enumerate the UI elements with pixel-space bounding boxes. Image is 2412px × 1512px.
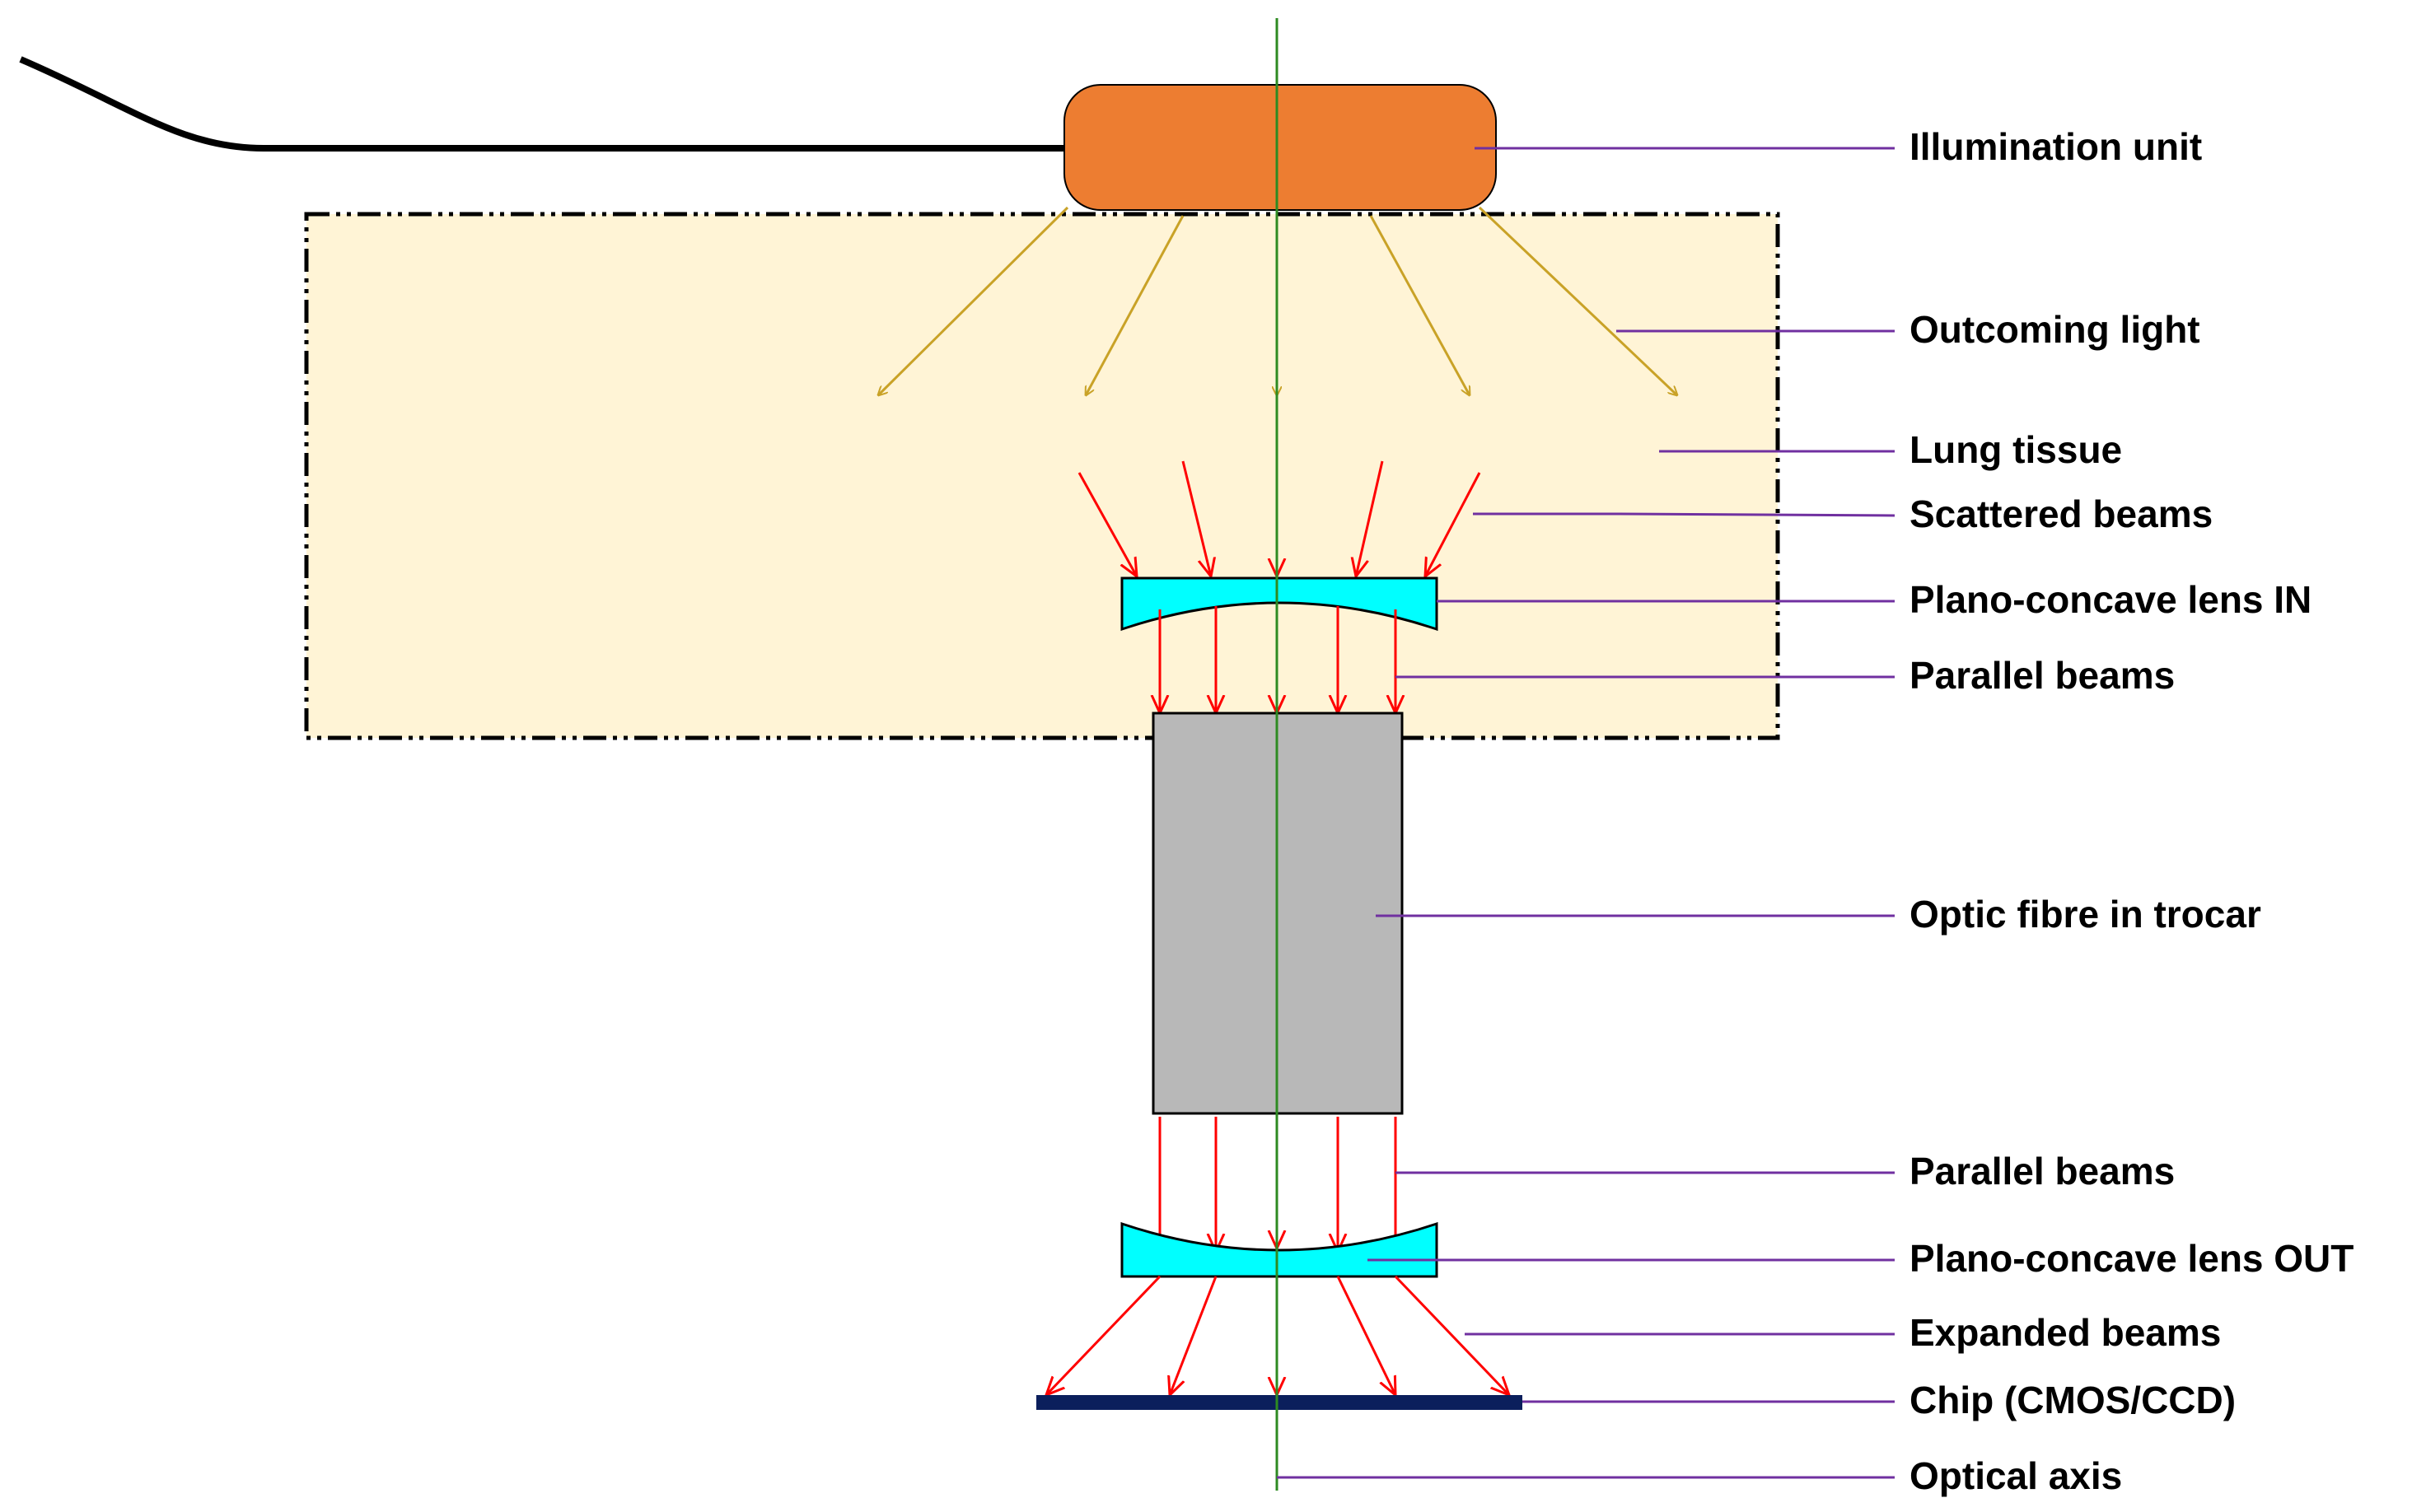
label-parallel-beams-bottom: Parallel beams [1910,1150,2175,1192]
scattered-beam [1181,460,1211,576]
label-optical-axis: Optical axis [1910,1454,2122,1497]
scattered-beams [1077,460,1481,576]
outcoming-light-arrow [878,206,1069,395]
labels: Illumination unit Outcoming light Lung t… [1910,125,2354,1497]
label-lens-in: Plano-concave lens IN [1910,578,2312,621]
leader-lines [1277,147,1895,1479]
label-expanded-beams: Expanded beams [1910,1311,2221,1354]
label-parallel-beams-top: Parallel beams [1910,654,2175,697]
illumination-cable [19,56,1066,152]
leader-line-scattered-b [1619,512,1895,517]
scattered-beam [1425,472,1481,576]
expanded-beam [1336,1276,1395,1395]
label-lung-tissue: Lung tissue [1910,428,2122,471]
outcoming-light-arrow [1478,206,1677,395]
expanded-beam [1170,1276,1218,1395]
illumination-unit [1063,84,1497,211]
chip-sensor [1036,1395,1522,1410]
outcoming-light-arrow [1086,215,1185,395]
scattered-beam [1077,472,1137,576]
outcoming-light-arrow [1369,215,1470,395]
lung-tissue-region [304,212,1780,740]
label-chip: Chip (CMOS/CCD) [1910,1379,2236,1421]
label-lens-out: Plano-concave lens OUT [1910,1237,2354,1280]
label-optic-fibre: Optic fibre in trocar [1910,893,2261,936]
label-illumination-unit: Illumination unit [1910,125,2202,168]
scattered-beam [1356,460,1384,576]
label-outcoming-light: Outcoming light [1910,308,2200,351]
expanded-beam [1046,1275,1162,1395]
plano-concave-lens-out [1120,1221,1438,1278]
label-scattered-beams: Scattered beams [1910,492,2213,535]
expanded-beam [1394,1275,1509,1395]
plano-concave-lens-in [1120,576,1438,632]
